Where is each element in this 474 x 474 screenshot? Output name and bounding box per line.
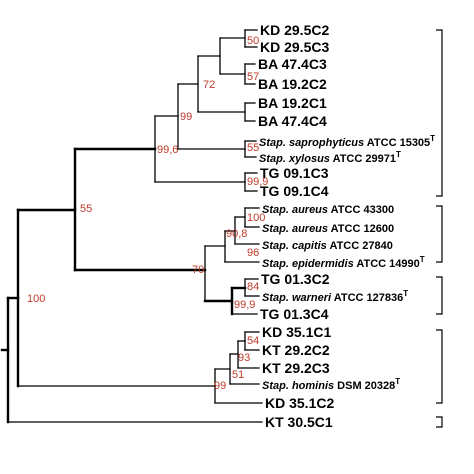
species-name: Stap. saprophyticus xyxy=(259,137,364,149)
bootstrap-value: 55 xyxy=(80,203,92,215)
bootstrap-value: 93 xyxy=(238,352,250,364)
tree-branches xyxy=(0,29,263,424)
leaf-label-species: Stap. hominis DSM 20328T xyxy=(262,377,400,392)
strain-collection-id: ATCC 43300 xyxy=(328,204,394,216)
species-name: Stap. epidermidis xyxy=(262,258,354,270)
bootstrap-value: 72 xyxy=(203,79,215,91)
leaf-label-strain: KD 35.1C1 xyxy=(262,324,331,340)
bootstrap-value: 99,6 xyxy=(157,144,178,156)
group-bracket-4 xyxy=(436,329,443,404)
bootstrap-value: 99,9 xyxy=(247,176,268,188)
strain-collection-id: ATCC 15305 xyxy=(364,137,430,149)
bootstrap-value: 90,8 xyxy=(226,228,247,240)
leaf-label-strain: KD 29.5C3 xyxy=(260,39,329,55)
leaf-label-species: Stap. xylosus ATCC 29971T xyxy=(259,150,401,165)
strain-collection-id: DSM 20328 xyxy=(334,380,395,392)
leaf-label-strain: KD 35.1C2 xyxy=(265,395,334,411)
leaf-label-species: Stap. aureus ATCC 12600 xyxy=(262,223,394,235)
strain-collection-id: ATCC 12600 xyxy=(328,223,394,235)
species-name: Stap. xylosus xyxy=(259,153,330,165)
bootstrap-value: 70 xyxy=(192,264,204,276)
bootstrap-value: 51 xyxy=(232,369,244,381)
leaf-label-strain: TG 01.3C2 xyxy=(261,271,330,287)
leaf-label-strain: KT 29.2C2 xyxy=(262,342,330,358)
bootstrap-value: 55 xyxy=(247,142,259,154)
leaf-label-species: Stap. saprophyticus ATCC 15305T xyxy=(259,134,435,149)
leaf-label-species: Stap. aureus ATCC 43300 xyxy=(262,204,394,216)
strain-collection-id: ATCC 127836 xyxy=(331,292,403,304)
leaf-label-strain: BA 47.4C3 xyxy=(258,56,327,72)
species-name: Stap. warneri xyxy=(262,292,332,304)
leaf-label-strain: KT 29.2C3 xyxy=(262,360,330,376)
strain-collection-id: ATCC 27840 xyxy=(327,240,393,252)
type-strain-superscript: T xyxy=(395,377,400,386)
type-strain-superscript: T xyxy=(430,134,435,143)
bootstrap-value: 96 xyxy=(247,247,259,259)
species-name: Stap. capitis xyxy=(262,240,327,252)
strain-collection-id: ATCC 14990 xyxy=(354,258,420,270)
leaf-label-strain: BA 19.2C1 xyxy=(258,95,327,111)
leaf-label-species: Stap. capitis ATCC 27840 xyxy=(262,240,393,252)
type-strain-superscript: T xyxy=(420,255,425,264)
leaf-label-species: Stap. epidermidis ATCC 14990T xyxy=(262,255,425,270)
leaf-label-strain: TG 09.1C3 xyxy=(260,165,329,181)
bootstrap-value: 57 xyxy=(247,71,259,83)
leaf-label-strain: KD 29.5C2 xyxy=(260,22,329,38)
bootstrap-value: 99 xyxy=(180,111,192,123)
leaf-label-species: Stap. warneri ATCC 127836T xyxy=(262,289,408,304)
species-name: Stap. aureus xyxy=(262,204,328,216)
leaf-label-strain: BA 19.2C2 xyxy=(258,76,327,92)
bootstrap-value: 84 xyxy=(247,281,259,293)
bootstrap-value: 50 xyxy=(247,35,259,47)
species-name: Stap. hominis xyxy=(262,380,334,392)
bootstrap-value: 99,9 xyxy=(234,299,255,311)
leaf-label-strain: TG 01.3C4 xyxy=(260,306,329,322)
group-bracket-2 xyxy=(436,205,443,263)
group-brackets xyxy=(436,29,443,428)
leaf-label-strain: KT 30.5C1 xyxy=(265,414,333,430)
type-strain-superscript: T xyxy=(403,289,408,298)
type-strain-superscript: T xyxy=(396,150,401,159)
bootstrap-value: 100 xyxy=(27,293,45,305)
group-bracket-1 xyxy=(436,29,443,197)
leaf-label-strain: BA 47.4C4 xyxy=(258,113,327,129)
bootstrap-value: 100 xyxy=(247,212,265,224)
leaf-label-strain: TG 09.1C4 xyxy=(260,183,329,199)
group-bracket-3 xyxy=(436,276,443,315)
bootstrap-value: 99 xyxy=(214,380,226,392)
bootstrap-value: 54 xyxy=(247,335,259,347)
strain-collection-id: ATCC 29971 xyxy=(330,153,396,165)
group-bracket-5 xyxy=(436,416,443,428)
species-name: Stap. aureus xyxy=(262,223,328,235)
